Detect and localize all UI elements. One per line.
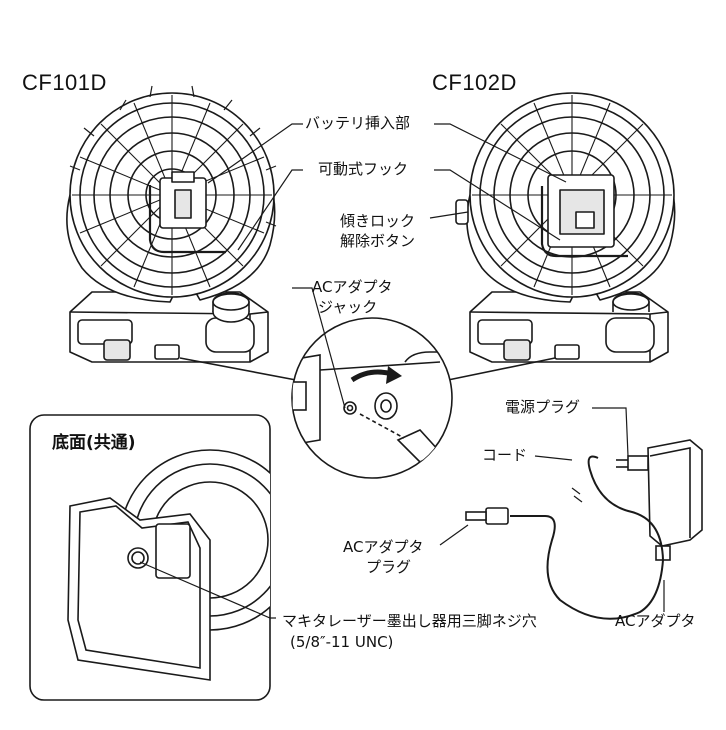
model-label-right: CF102D	[432, 70, 517, 95]
label-ac-adapter: ACアダプタ	[615, 612, 696, 630]
fan-cf101d	[66, 85, 277, 363]
bottom-view-box	[29, 414, 271, 701]
label-tripod-hole-1: マキタレーザー墨出し器用三脚ネジ穴	[282, 612, 537, 630]
label-ac-plug-2: プラグ	[366, 558, 412, 576]
label-tripod-hole-2: (5/8″-11 UNC)	[290, 633, 394, 651]
label-cord: コード	[482, 446, 528, 464]
label-tilt-lock-2: 解除ボタン	[340, 232, 416, 250]
label-movable-hook: 可動式フック	[318, 160, 409, 178]
model-label-left: CF101D	[22, 70, 107, 95]
label-battery-slot: バッテリ挿入部	[305, 114, 411, 132]
label-ac-jack-2: ジャック	[318, 298, 378, 316]
ac-jack-zoom	[179, 317, 556, 479]
label-tilt-lock-1: 傾きロック	[340, 212, 416, 230]
fan-cf102d	[455, 92, 676, 363]
label-power-plug: 電源プラグ	[505, 398, 581, 416]
bottom-box-title: 底面(共通)	[52, 433, 136, 453]
leader-lines	[139, 123, 665, 619]
label-ac-plug-1: ACアダプタ	[343, 538, 424, 556]
ac-adapter-drawing	[465, 439, 703, 620]
label-ac-jack-1: ACアダプタ	[312, 278, 393, 296]
